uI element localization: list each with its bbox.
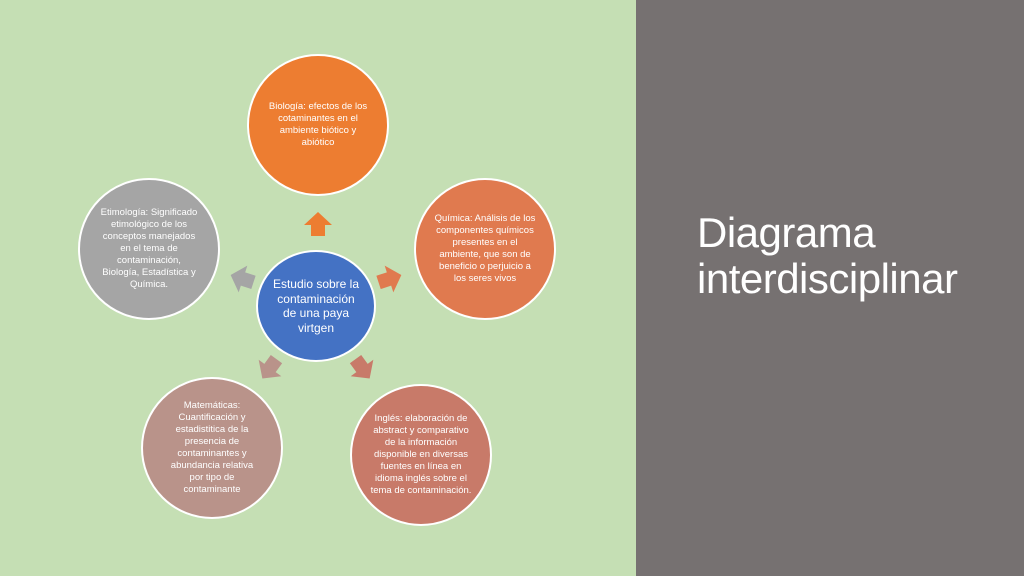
node-biologia-text: Biología: efectos de los cotaminantes en… — [268, 101, 368, 148]
arrow-to-ingles — [349, 354, 374, 379]
arrow-to-etimologia — [230, 265, 256, 293]
node-ingles: Inglés: elaboración de abstract y compar… — [350, 384, 492, 526]
arrow-to-biologia — [304, 212, 332, 236]
node-quimica-text: Química: Análisis de los componentes quí… — [434, 213, 536, 284]
node-matematicas: Matemáticas: Cuantificación y estadistit… — [141, 377, 283, 519]
arrow-to-matematicas — [258, 354, 283, 379]
node-quimica: Química: Análisis de los componentes quí… — [414, 178, 556, 320]
node-etimologia-text: Etimología: Significado etimológico de l… — [100, 207, 198, 290]
title-panel — [636, 0, 1024, 576]
node-ingles-text: Inglés: elaboración de abstract y compar… — [370, 413, 472, 496]
arrows-layer — [230, 212, 402, 379]
center-node: Estudio sobre la contaminación de una pa… — [256, 250, 376, 362]
slide-title: Diagrama interdisciplinar — [697, 209, 958, 302]
node-matematicas-text: Matemáticas: Cuantificación y estadistit… — [170, 400, 254, 495]
node-etimologia: Etimología: Significado etimológico de l… — [78, 178, 220, 320]
center-node-text: Estudio sobre la contaminación de una pa… — [272, 277, 360, 335]
node-biologia: Biología: efectos de los cotaminantes en… — [247, 54, 389, 196]
arrow-to-quimica — [376, 265, 402, 293]
